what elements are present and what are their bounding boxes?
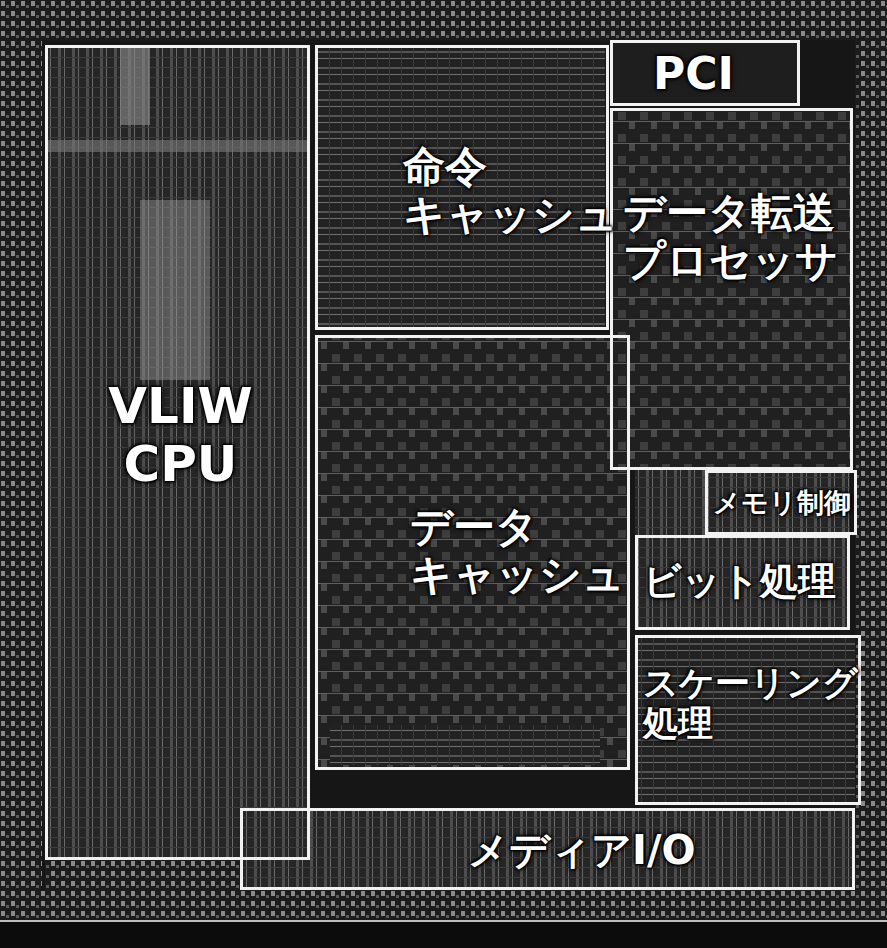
pad-ring [0, 890, 887, 920]
block-label: メディアI/O [468, 827, 696, 873]
label-wrap: データ転送 プロセッサ [623, 189, 847, 286]
block-label: データ キャッシュ [410, 503, 620, 600]
pci-circuit [610, 40, 800, 105]
cpu-highlight [120, 45, 150, 125]
chip-block: データ キャッシュ [315, 335, 630, 770]
block-label: ビット処理 [643, 560, 836, 604]
label-wrap: データ キャッシュ [410, 503, 620, 600]
cache-array [330, 725, 600, 765]
frame-line [0, 920, 887, 922]
label-wrap: ビット処理 [643, 560, 849, 604]
chip-block: データ転送 プロセッサ [610, 108, 853, 470]
dma-circuit [610, 108, 850, 470]
chip-block: VLIW CPU [45, 45, 310, 860]
chip-block: 命令 キャッシュ [315, 45, 609, 330]
block-label: データ転送 プロセッサ [623, 189, 847, 286]
label-wrap: VLIW CPU [93, 378, 268, 493]
label-wrap: スケーリング 処理 [643, 663, 855, 744]
label-wrap: メディアI/O [468, 827, 788, 873]
chip-block: PCI [610, 40, 800, 106]
chip-block: メディアI/O [240, 808, 855, 890]
label-wrap: メモリ制御 [713, 487, 853, 518]
cpu-bus [45, 140, 310, 152]
pad-ring [0, 0, 42, 920]
block-label: 命令 キャッシュ [403, 143, 603, 240]
logic-circuit [635, 635, 855, 805]
caption-bar [0, 922, 887, 948]
io-circuit [240, 808, 855, 890]
label-wrap: PCI [653, 49, 793, 100]
pad-ring [0, 0, 887, 40]
block-label: メモリ制御 [713, 487, 851, 518]
block-label: PCI [653, 49, 734, 100]
block-label: VLIW CPU [93, 378, 268, 493]
chip-block: スケーリング 処理 [635, 635, 861, 805]
cache-array [315, 335, 630, 770]
label-wrap: 命令 キャッシュ [403, 143, 603, 240]
pad-ring [45, 860, 240, 890]
cpu-circuit [45, 45, 310, 860]
logic-circuit [635, 470, 850, 630]
cache-array [315, 45, 605, 330]
cpu-highlight [140, 200, 210, 380]
chip-block: ビット処理 [635, 535, 850, 630]
chip-block: メモリ制御 [705, 470, 857, 535]
block-label: スケーリング 処理 [643, 663, 855, 744]
